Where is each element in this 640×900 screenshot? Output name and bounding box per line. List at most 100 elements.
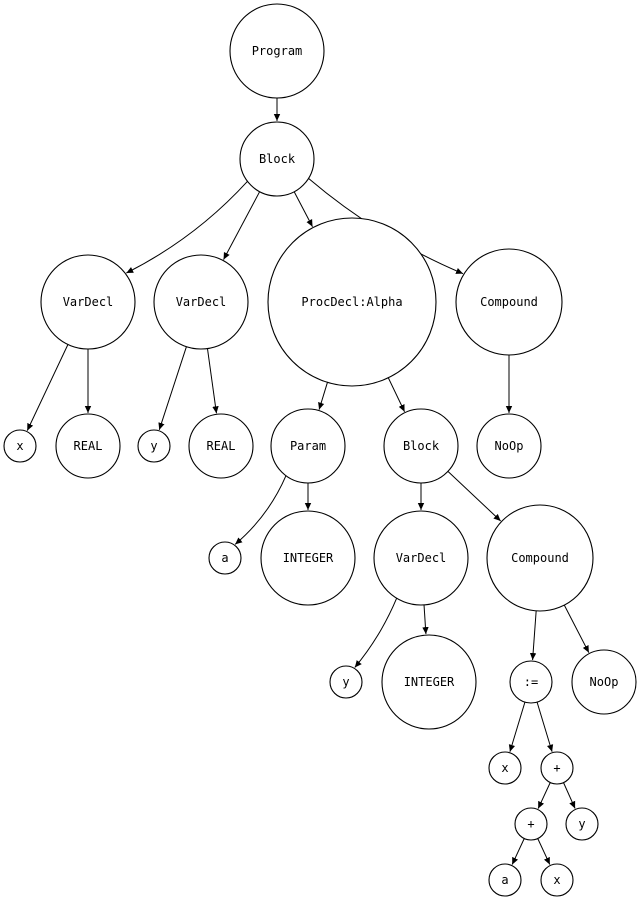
node-param-circle	[270, 408, 346, 484]
node-assign-label: :=	[524, 675, 538, 689]
edge-block1-to-vardecl2	[223, 191, 261, 260]
node-plus2: +	[514, 807, 548, 841]
node-block1-circle	[239, 121, 315, 197]
node-a1-label: a	[221, 551, 228, 565]
edge-plus2-to-x3	[537, 838, 551, 865]
node-x2-circle	[488, 751, 522, 785]
node-a1: a	[208, 541, 242, 575]
node-param: Param	[270, 408, 346, 484]
node-y2-label: y	[342, 675, 349, 689]
edge-assign-to-plus1	[536, 701, 554, 752]
node-real1-circle	[55, 413, 121, 479]
node-integer1-circle	[260, 510, 356, 606]
node-block2-label: Block	[403, 439, 440, 453]
edge-vardecl3-to-y2	[354, 598, 398, 668]
node-noop2-circle	[571, 649, 637, 715]
node-y2: y	[329, 665, 363, 699]
node-vardecl3-label: VarDecl	[396, 551, 447, 565]
edge-plus1-to-plus2	[537, 782, 551, 809]
node-compound1-circle	[455, 248, 563, 356]
node-real2-label: REAL	[207, 439, 236, 453]
edge-block2-to-compound2	[447, 470, 502, 522]
edge-vardecl1-to-x1	[26, 344, 69, 431]
node-real1: REAL	[55, 413, 121, 479]
node-block1: Block	[239, 121, 315, 197]
node-integer1: INTEGER	[260, 510, 356, 606]
edge-procdecl-to-param	[318, 382, 328, 410]
node-assign: :=	[509, 660, 553, 704]
node-compound2: Compound	[486, 504, 594, 612]
node-x2-label: x	[501, 761, 508, 775]
node-noop2: NoOp	[571, 649, 637, 715]
edge-vardecl3-to-integer2	[422, 604, 429, 635]
node-compound2-label: Compound	[511, 551, 569, 565]
node-integer2-circle	[381, 634, 477, 730]
edge-compound2-to-assign	[529, 610, 537, 661]
edge-plus2-to-a2	[511, 838, 525, 865]
node-x3-label: x	[553, 873, 560, 887]
node-procdecl-circle	[267, 217, 437, 387]
node-x3: x	[540, 863, 574, 897]
node-a2-circle	[488, 863, 522, 897]
node-noop2-label: NoOp	[590, 675, 619, 689]
node-x3-circle	[540, 863, 574, 897]
node-plus2-circle	[514, 807, 548, 841]
node-compound1: Compound	[455, 248, 563, 356]
edge-block1-to-vardecl1	[126, 180, 248, 274]
node-a2-label: a	[501, 873, 508, 887]
node-real1-label: REAL	[74, 439, 103, 453]
node-vardecl2-circle	[153, 254, 249, 350]
node-plus1-circle	[540, 751, 574, 785]
edge-procdecl-to-block2	[387, 377, 406, 412]
node-y2-circle	[329, 665, 363, 699]
edge-vardecl2-to-y1	[158, 346, 187, 430]
node-vardecl3: VarDecl	[373, 510, 469, 606]
node-block2: Block	[383, 408, 459, 484]
node-integer2-label: INTEGER	[404, 675, 455, 689]
node-assign-circle	[509, 660, 553, 704]
node-x1-label: x	[16, 439, 23, 453]
node-vardecl1-circle	[40, 254, 136, 350]
node-plus1: +	[540, 751, 574, 785]
node-noop1-circle	[476, 413, 542, 479]
node-plus2-label: +	[527, 817, 534, 831]
node-vardecl1: VarDecl	[40, 254, 136, 350]
node-integer1-label: INTEGER	[283, 551, 334, 565]
node-x1: x	[3, 429, 37, 463]
node-plus1-label: +	[553, 761, 560, 775]
node-vardecl2-label: VarDecl	[176, 295, 227, 309]
edge-compound2-to-noop2	[563, 604, 590, 653]
edge-param-to-a1	[234, 475, 287, 545]
node-vardecl1-label: VarDecl	[63, 295, 114, 309]
node-param-label: Param	[290, 439, 326, 453]
node-real2: REAL	[188, 413, 254, 479]
edge-assign-to-x2	[508, 701, 526, 752]
node-y1: y	[137, 429, 171, 463]
node-vardecl3-circle	[373, 510, 469, 606]
node-integer2: INTEGER	[381, 634, 477, 730]
node-x1-circle	[3, 429, 37, 463]
node-compound1-label: Compound	[480, 295, 538, 309]
node-compound2-circle	[486, 504, 594, 612]
edge-vardecl2-to-real2	[206, 348, 219, 414]
node-program: Program	[229, 3, 325, 99]
node-noop1-label: NoOp	[495, 439, 524, 453]
node-noop1: NoOp	[476, 413, 542, 479]
node-block2-circle	[383, 408, 459, 484]
node-y1-circle	[137, 429, 171, 463]
node-y3-circle	[565, 807, 599, 841]
node-program-circle	[229, 3, 325, 99]
node-block1-label: Block	[259, 152, 296, 166]
node-x2: x	[488, 751, 522, 785]
node-procdecl-label: ProcDecl:Alpha	[301, 295, 402, 309]
node-program-label: Program	[252, 44, 303, 58]
edge-block1-to-procdecl	[293, 191, 313, 227]
node-y3: y	[565, 807, 599, 841]
node-y3-label: y	[578, 817, 585, 831]
node-y1-label: y	[150, 439, 157, 453]
node-a2: a	[488, 863, 522, 897]
node-vardecl2: VarDecl	[153, 254, 249, 350]
edge-plus1-to-y3	[563, 782, 576, 809]
node-real2-circle	[188, 413, 254, 479]
